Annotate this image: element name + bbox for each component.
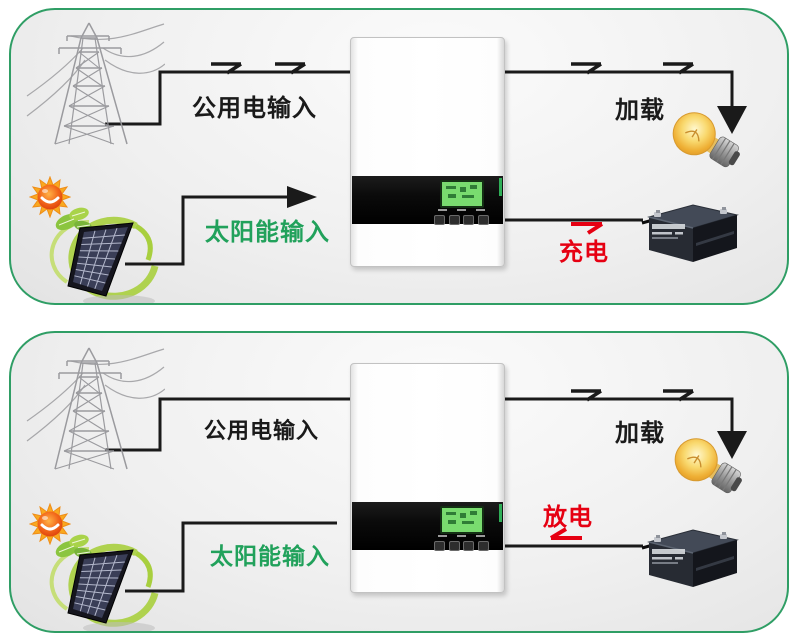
inverter-image <box>350 37 505 267</box>
utility-input-label: 公用电输入 <box>204 418 320 443</box>
inverter-buttons <box>434 215 492 225</box>
inverter-side-led <box>499 178 502 196</box>
load-flow-arrow-icon <box>571 62 694 75</box>
battery-icon <box>641 528 739 589</box>
flow-lines <box>105 62 747 266</box>
solar-input-label: 太阳能输入 <box>205 219 330 246</box>
flow-lines <box>105 389 747 593</box>
grid-mode-panel: 公用电输入 太阳能输入 加载 充电 <box>9 8 789 305</box>
inverter-control-band <box>352 176 503 225</box>
load-flow-arrow-icon <box>571 389 694 402</box>
load-label: 加载 <box>615 420 665 447</box>
battery-flow-label: 充电 <box>559 239 609 266</box>
inverter-control-band <box>352 502 503 551</box>
lcd-screen <box>440 506 484 534</box>
discharge-arrow-icon <box>549 527 582 540</box>
battery-mode-panel: 公用电输入 太阳能输入 加载 放电 <box>9 331 789 633</box>
solar-input-line <box>125 195 287 266</box>
charge-arrow-icon <box>571 222 604 235</box>
status-leds <box>438 209 488 212</box>
solar-input-label: 太阳能输入 <box>210 543 330 569</box>
bulb-icon <box>667 112 747 174</box>
lcd-screen <box>440 180 484 208</box>
utility-input-label: 公用电输入 <box>192 95 317 122</box>
load-line <box>501 70 734 108</box>
down-arrowhead-icon <box>717 431 747 459</box>
down-arrowhead-icon <box>717 106 747 134</box>
bulb-icon <box>669 438 749 500</box>
solar-input-line <box>125 521 337 593</box>
utility-input-line <box>105 70 352 126</box>
transmission-tower-icon <box>26 22 165 145</box>
transmission-tower-icon <box>26 347 165 470</box>
load-line <box>501 397 734 433</box>
inverter-image <box>350 363 505 593</box>
solar-panel-icon <box>41 204 166 305</box>
load-label: 加载 <box>615 97 665 124</box>
inverter-side-led <box>499 504 502 522</box>
battery-icon <box>641 203 739 264</box>
utility-flow-arrow-icon <box>211 62 306 75</box>
inverter-buttons <box>434 541 492 551</box>
status-leds <box>438 535 488 538</box>
solar-panel-icon <box>41 531 166 633</box>
solar-arrowhead-icon <box>287 186 317 208</box>
battery-flow-label: 放电 <box>543 504 593 531</box>
utility-input-line <box>105 397 352 452</box>
